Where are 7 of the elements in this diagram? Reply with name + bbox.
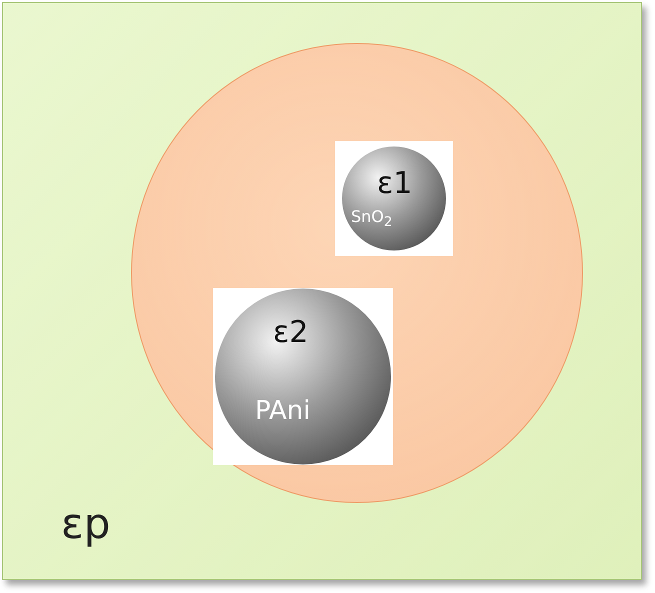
particle-panel [335,141,453,256]
symbol-label: ε1 [377,169,412,199]
symbol-label: ε2 [273,318,308,348]
material-label: PAni [255,398,311,424]
medium-background [2,2,642,580]
material-label: SnO$_{2}$ [351,209,392,230]
symbol-label: εp [61,503,110,545]
